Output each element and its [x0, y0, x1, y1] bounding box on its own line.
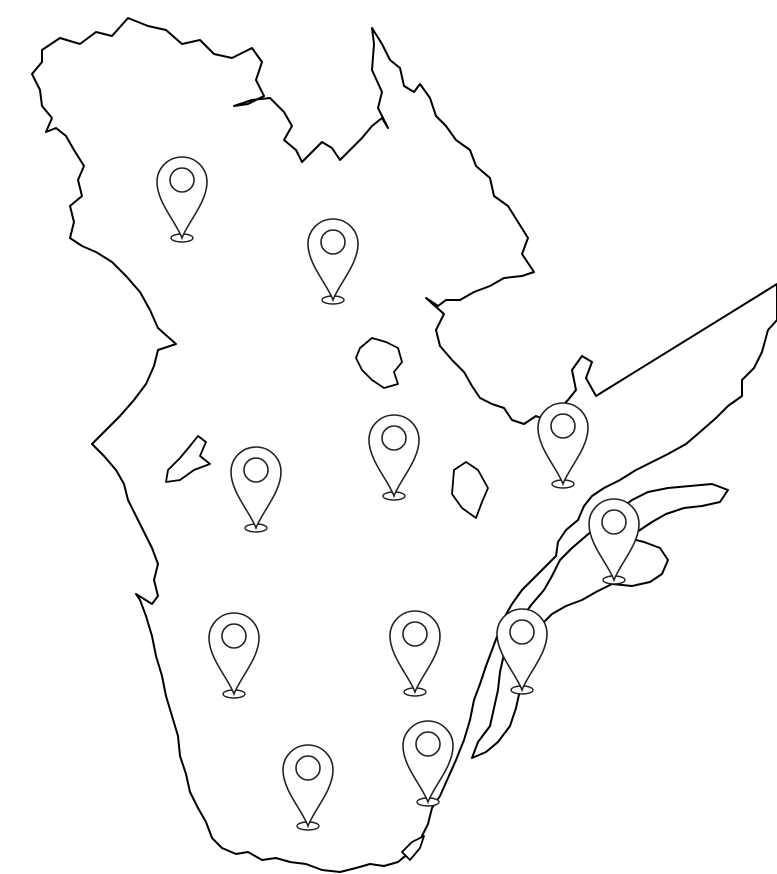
pin-ring: [509, 619, 535, 645]
map-pin-icon[interactable]: [208, 612, 260, 699]
map-pin-icon[interactable]: [588, 498, 640, 585]
pin-ring: [169, 167, 195, 193]
pin-ring: [402, 621, 428, 647]
pin-ring: [243, 457, 269, 483]
lake-central: [355, 337, 403, 389]
pin-ring: [415, 731, 441, 757]
map-pin-icon[interactable]: [282, 744, 334, 831]
map-pin-icon[interactable]: [496, 608, 548, 695]
pin-ring: [295, 755, 321, 781]
lake-east: [451, 461, 489, 519]
map-pin-icon[interactable]: [402, 720, 454, 807]
pin-ring: [550, 413, 576, 439]
map-pin-icon[interactable]: [307, 218, 359, 305]
pin-ring: [320, 229, 346, 255]
lake-west: [165, 435, 211, 483]
pin-ring: [221, 623, 247, 649]
pin-ring: [381, 425, 407, 451]
map-pin-icon[interactable]: [230, 446, 282, 533]
pins-layer: [156, 156, 640, 831]
lake-south: [401, 835, 425, 861]
map-pin-icon[interactable]: [389, 610, 441, 697]
map-pin-icon[interactable]: [537, 402, 589, 489]
pin-ring: [601, 509, 627, 535]
map-pin-icon[interactable]: [368, 414, 420, 501]
map-pin-icon[interactable]: [156, 156, 208, 243]
